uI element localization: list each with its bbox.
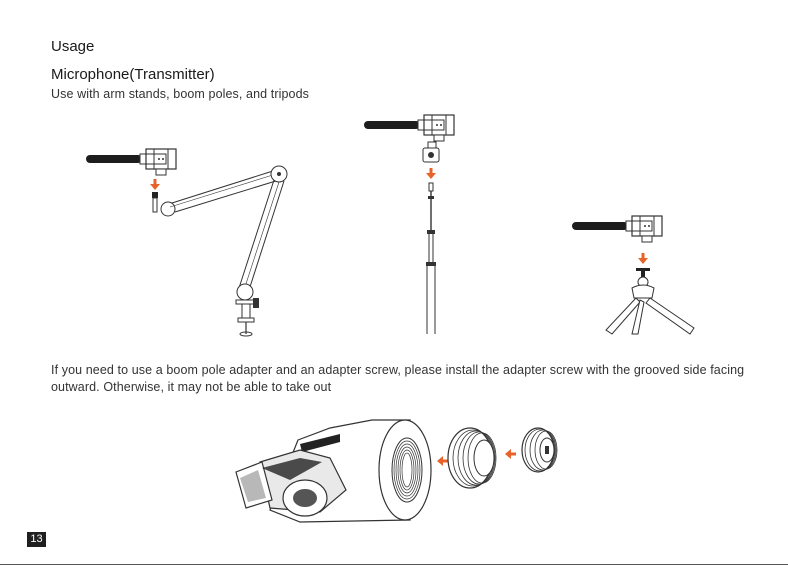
adapter-assembly-illustration (236, 420, 557, 522)
tripod-illustration (572, 216, 694, 334)
arm-stand-illustration (86, 149, 287, 336)
boom-pole-illustration (364, 115, 454, 334)
